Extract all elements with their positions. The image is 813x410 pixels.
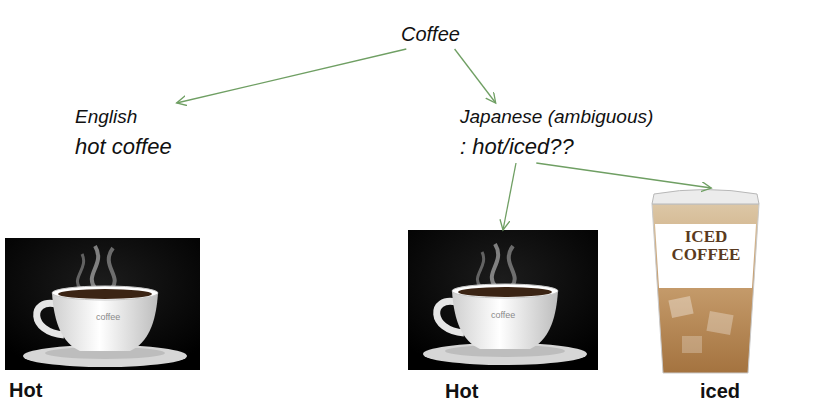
cup-print: coffee: [96, 312, 120, 322]
arrow-connector: [536, 163, 711, 188]
picture-node: coffeeHot: [5, 238, 200, 408]
text-node: English hot coffee: [70, 103, 177, 163]
node-text: : hot/iced??: [460, 134, 653, 160]
picture-label: Hot: [9, 379, 42, 402]
arrow-connector: [455, 49, 496, 103]
node-text: hot coffee: [75, 134, 172, 160]
picture-node: ICED COFFEE iced: [648, 188, 763, 406]
node-heading: Japanese (ambiguous): [460, 106, 653, 128]
node-heading: Coffee: [401, 23, 460, 46]
text-node: Coffee: [396, 20, 465, 49]
picture-label: iced: [700, 380, 740, 403]
arrow-connector: [177, 49, 407, 103]
cup-print: ICED COFFEE: [665, 228, 747, 264]
arrow-connector: [503, 163, 516, 230]
cup-print: coffee: [491, 310, 515, 320]
picture-node: coffeeHot: [408, 230, 598, 406]
node-heading: English: [75, 106, 172, 128]
picture-label: Hot: [445, 380, 478, 403]
text-node: Japanese (ambiguous) : hot/iced??: [455, 103, 658, 163]
